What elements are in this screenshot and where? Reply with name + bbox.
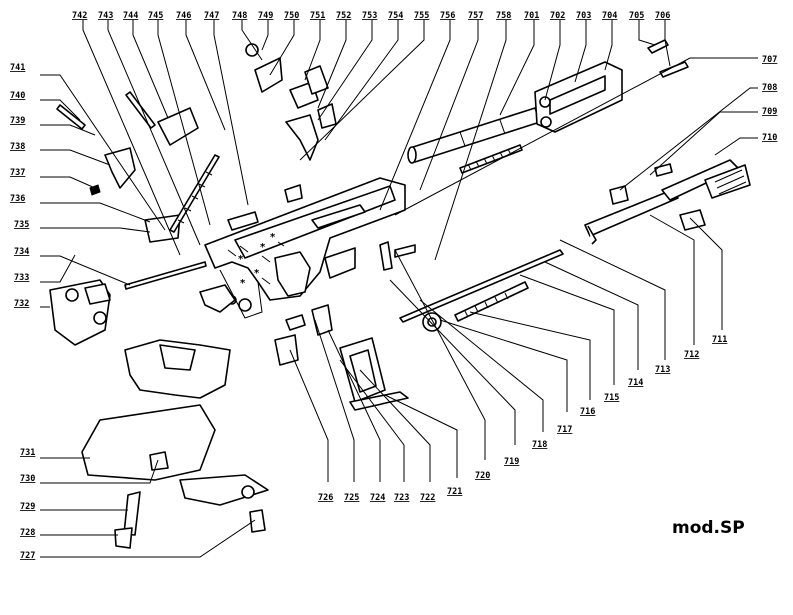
slide-assembly: [584, 159, 751, 245]
label-745: 745: [148, 11, 163, 21]
label-720: 720: [475, 471, 490, 481]
grip-screws: [114, 491, 266, 549]
label-747: 747: [204, 11, 219, 21]
label-708: 708: [762, 83, 777, 93]
label-749: 749: [258, 11, 273, 21]
label-709: 709: [762, 107, 777, 117]
label-707: 707: [762, 55, 777, 65]
label-733: 733: [14, 273, 29, 283]
label-754: 754: [388, 11, 403, 21]
label-728: 728: [20, 528, 35, 538]
label-737: 737: [10, 168, 25, 178]
label-719: 719: [504, 457, 519, 467]
label-738: 738: [10, 142, 25, 152]
label-730: 730: [20, 474, 35, 484]
svg-text:*: *: [254, 268, 260, 279]
label-727: 727: [20, 551, 35, 561]
front-small-parts: [647, 39, 689, 78]
model-caption: mod.SP: [672, 518, 745, 538]
grip-upper: [124, 339, 231, 399]
label-744: 744: [123, 11, 138, 21]
label-755: 755: [414, 11, 429, 21]
label-753: 753: [362, 11, 377, 21]
label-716: 716: [580, 407, 595, 417]
label-734: 734: [14, 247, 29, 257]
label-722: 722: [420, 493, 435, 503]
rear-sight-plate: [49, 279, 111, 346]
label-756: 756: [440, 11, 455, 21]
svg-text:*: *: [240, 278, 246, 289]
label-731: 731: [20, 448, 35, 458]
label-736: 736: [10, 194, 25, 204]
label-717: 717: [557, 425, 572, 435]
label-732: 732: [14, 299, 29, 309]
frame-receiver: * * * * *: [199, 177, 406, 319]
label-758: 758: [496, 11, 511, 21]
barrel: [407, 107, 541, 164]
leader-lines: [40, 20, 758, 558]
label-713: 713: [655, 365, 670, 375]
label-746: 746: [176, 11, 191, 21]
recoil-spring: [459, 144, 523, 174]
label-757: 757: [468, 11, 483, 21]
trigger-group: [227, 43, 337, 231]
label-742: 742: [72, 11, 87, 21]
label-725: 725: [344, 493, 359, 503]
label-739: 739: [10, 116, 25, 126]
label-718: 718: [532, 440, 547, 450]
label-751: 751: [310, 11, 325, 21]
label-740: 740: [10, 91, 25, 101]
label-735: 735: [14, 220, 29, 230]
parts-drawing: * * * * *: [40, 20, 758, 558]
guide-rod: [399, 249, 564, 323]
label-743: 743: [98, 11, 113, 21]
label-706: 706: [655, 11, 670, 21]
label-704: 704: [602, 11, 617, 21]
label-702: 702: [550, 11, 565, 21]
label-712: 712: [684, 350, 699, 360]
svg-text:*: *: [238, 254, 244, 265]
label-703: 703: [576, 11, 591, 21]
muzzle-block: [534, 61, 623, 133]
grip-lower: [81, 404, 269, 506]
label-701: 701: [524, 11, 539, 21]
label-752: 752: [336, 11, 351, 21]
label-726: 726: [318, 493, 333, 503]
label-714: 714: [628, 378, 643, 388]
part-labels: 742 743 744 745 746 747 748 749 750 751 …: [10, 11, 777, 561]
washer: [422, 312, 442, 332]
label-711: 711: [712, 335, 727, 345]
label-721: 721: [447, 487, 462, 497]
label-748: 748: [232, 11, 247, 21]
magazine: [339, 337, 409, 411]
label-723: 723: [394, 493, 409, 503]
label-705: 705: [629, 11, 644, 21]
label-750: 750: [284, 11, 299, 21]
svg-text:*: *: [270, 232, 276, 243]
label-724: 724: [370, 493, 385, 503]
springs-upper-left: [56, 91, 220, 290]
svg-text:*: *: [260, 242, 266, 253]
label-729: 729: [20, 502, 35, 512]
label-710: 710: [762, 133, 777, 143]
label-741: 741: [10, 63, 25, 73]
label-715: 715: [604, 393, 619, 403]
